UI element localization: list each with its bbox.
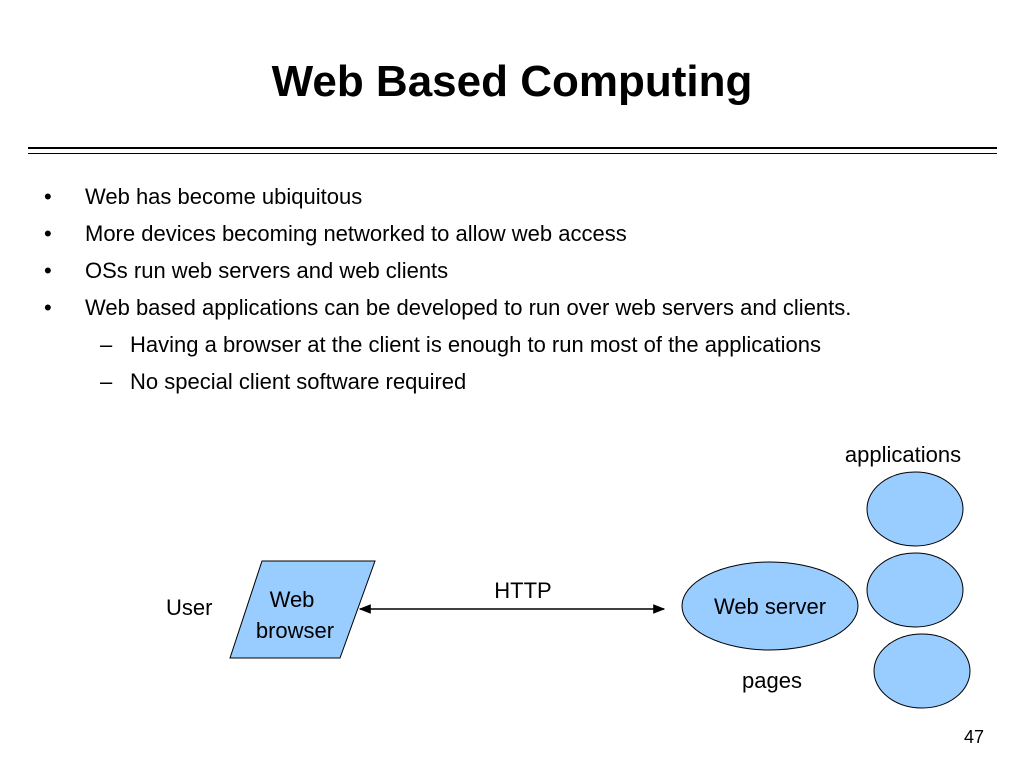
title-divider-thick	[28, 147, 997, 149]
web-browser-shape	[229, 560, 376, 659]
application-ellipse	[866, 471, 964, 547]
page-number: 47	[963, 727, 984, 747]
application-ellipse	[866, 552, 964, 628]
bullet-item: • Web has become ubiquitous	[44, 178, 851, 215]
bullet-marker: •	[44, 295, 52, 320]
bullet-text: OSs run web servers and web clients	[85, 258, 449, 283]
bullet-marker: •	[44, 184, 52, 209]
bullet-item: • Web based applications can be develope…	[44, 289, 851, 326]
bullet-item: • More devices becoming networked to all…	[44, 215, 851, 252]
user-label: User	[166, 595, 212, 620]
sub-bullet-marker: –	[100, 332, 113, 357]
bullet-marker: •	[44, 258, 52, 283]
sub-bullet-item: – Having a browser at the client is enou…	[44, 326, 851, 363]
applications-label: applications	[845, 442, 961, 467]
bullet-text: Web based applications can be developed …	[85, 295, 852, 320]
browser-label-line1: Web	[270, 587, 315, 612]
pages-label: pages	[742, 668, 802, 693]
web-server-label: Web server	[714, 594, 826, 619]
application-ellipse	[873, 633, 971, 709]
web-server-ellipse	[681, 561, 859, 651]
sub-bullet-item: – No special client software required	[44, 363, 851, 400]
bullet-text: More devices becoming networked to allow…	[85, 221, 627, 246]
slide-title: Web Based Computing	[271, 57, 753, 106]
bullet-item: • OSs run web servers and web clients	[44, 252, 851, 289]
bullet-marker: •	[44, 221, 52, 246]
sub-bullet-text: Having a browser at the client is enough…	[130, 332, 821, 357]
bullet-text: Web has become ubiquitous	[85, 184, 363, 209]
sub-bullet-text: No special client software required	[130, 369, 467, 394]
title-divider-thin	[28, 153, 997, 154]
browser-label-line2: browser	[256, 618, 334, 643]
bullet-list: • Web has become ubiquitous • More devic…	[44, 178, 851, 400]
sub-bullet-marker: –	[100, 369, 113, 394]
http-label: HTTP	[494, 578, 551, 603]
